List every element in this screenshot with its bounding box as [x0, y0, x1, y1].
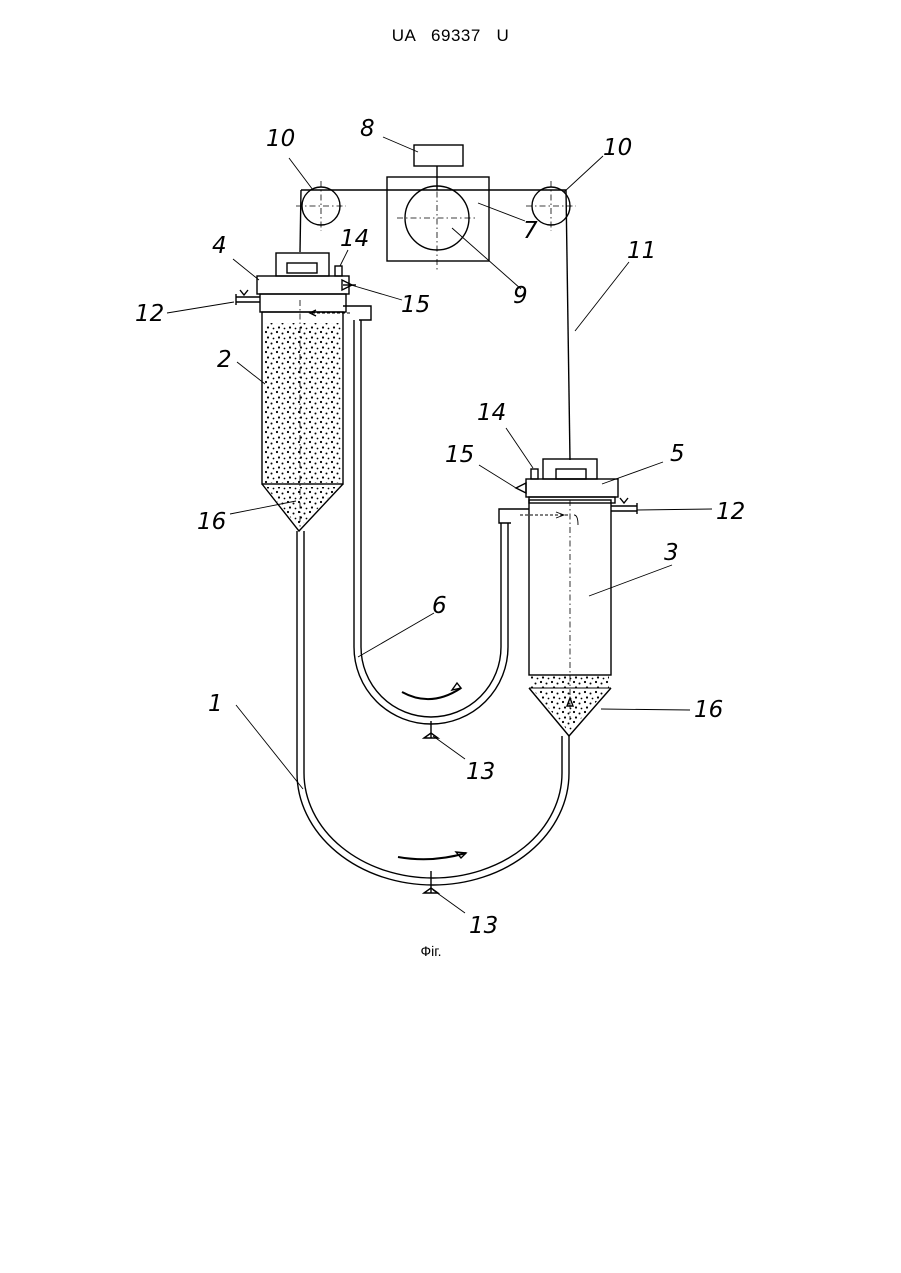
label-7: 7 — [523, 218, 538, 244]
label-1: 1 — [208, 691, 223, 717]
label-6: 6 — [432, 593, 447, 619]
fitting-14-left — [335, 266, 342, 276]
label-2: 2 — [217, 347, 232, 373]
motor-8 — [414, 145, 463, 190]
vessel-3 — [529, 500, 611, 736]
reference-numerals: 1 2 3 4 5 6 7 8 9 10 10 11 12 12 13 13 1… — [135, 116, 745, 939]
label-5: 5 — [670, 441, 685, 467]
label-8: 8 — [360, 116, 375, 142]
pipe-6 — [354, 320, 508, 724]
label-12-left: 12 — [135, 301, 164, 327]
valve-13-outer — [424, 871, 438, 893]
label-13-outer: 13 — [469, 913, 498, 939]
label-14-left: 14 — [340, 226, 369, 252]
pulley-10-left — [296, 181, 346, 231]
inlet-elbow-right — [499, 509, 578, 525]
cover-4 — [257, 253, 349, 312]
label-10-left: 10 — [266, 126, 295, 152]
outlet-elbow-left — [310, 306, 371, 320]
label-10-right: 10 — [603, 135, 632, 161]
figure-caption: Фіг. — [0, 943, 862, 959]
label-16-left: 16 — [197, 509, 226, 535]
vessel-2 — [262, 300, 343, 531]
label-15-left: 15 — [401, 292, 430, 318]
drum-9 — [397, 178, 477, 270]
label-14-right: 14 — [477, 400, 506, 426]
label-16-right: 16 — [694, 697, 723, 723]
fitting-14-right — [531, 469, 538, 479]
label-4: 4 — [212, 233, 227, 259]
label-9: 9 — [513, 283, 528, 309]
pipe-1 — [297, 531, 569, 885]
label-12-right: 12 — [716, 499, 745, 525]
cover-5 — [526, 459, 618, 503]
valve-15-right — [516, 483, 526, 493]
label-15-right: 15 — [445, 442, 474, 468]
label-13-inner: 13 — [466, 759, 495, 785]
label-11: 11 — [627, 238, 656, 264]
label-3: 3 — [664, 540, 679, 566]
